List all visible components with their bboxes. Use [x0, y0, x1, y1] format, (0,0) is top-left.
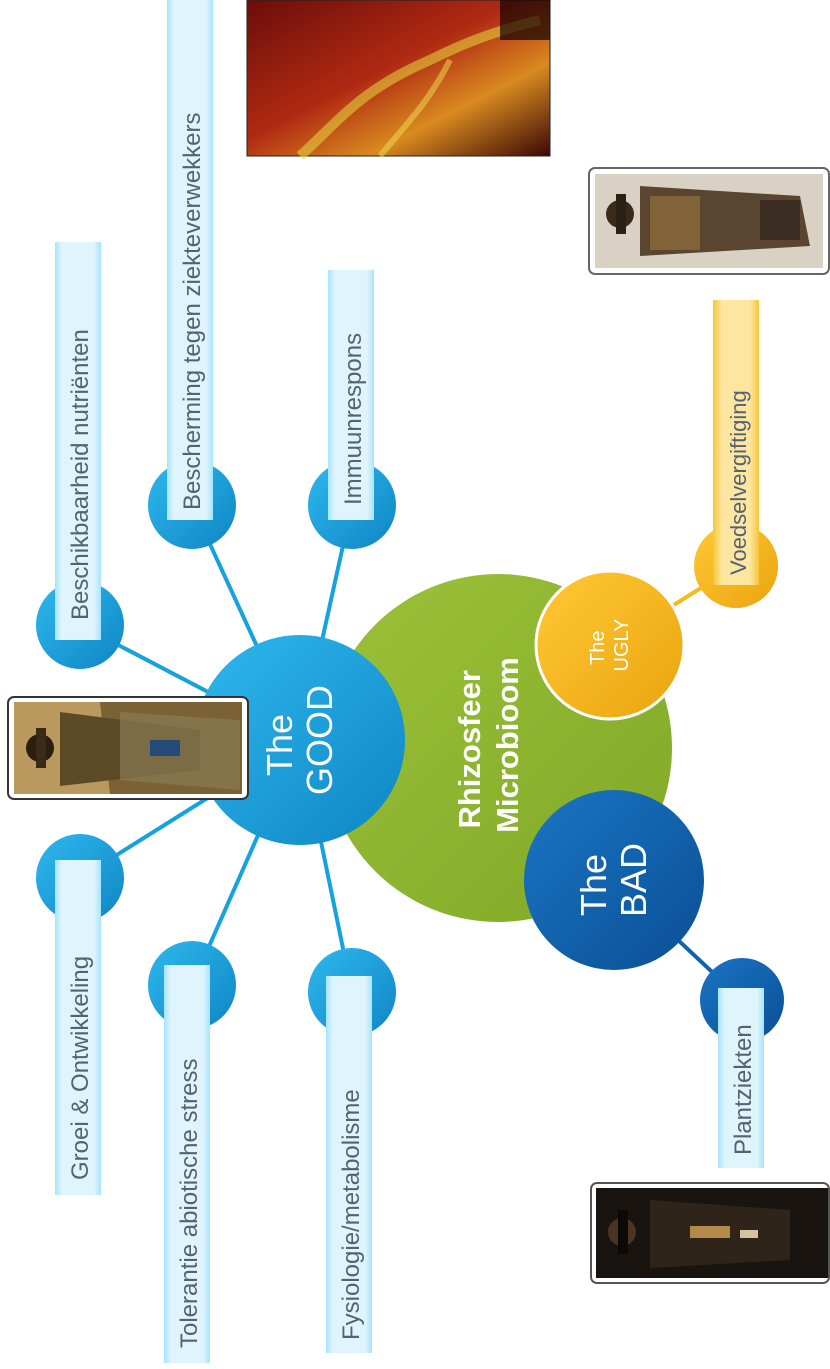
bar-plantziekten [718, 988, 764, 1168]
bar-voedselvergiftiging [713, 300, 759, 585]
label-voedselvergiftiging: Voedselvergiftiging [726, 390, 751, 575]
bar-fysiologie [326, 976, 372, 1353]
good-title: The GOOD [259, 685, 340, 795]
label-immuun: Immuunrespons [340, 333, 367, 505]
label-plantziekten: Plantziekten [730, 1024, 757, 1155]
bar-tolerantie [164, 965, 210, 1363]
label-fysiologie: Fysiologie/metabolisme [338, 1089, 365, 1340]
bar-immuun [328, 270, 374, 520]
bar-beschikbaarheid [55, 242, 101, 640]
cowboy-ugly-photo [588, 167, 830, 275]
ugly-title: The UGLY [587, 619, 633, 672]
bar-bescherming [167, 0, 213, 520]
bar-groei [55, 860, 101, 1195]
center-title: Rhizosfeer Microbioom [452, 657, 525, 833]
ugly-circle [534, 569, 686, 721]
label-bescherming: Bescherming tegen ziekteverwekkers [179, 112, 206, 510]
label-beschikbaarheid: Beschikbaarheid nutriënten [67, 329, 94, 620]
cowboy-bad-photo [590, 1182, 830, 1284]
bad-title: The BAD [573, 843, 654, 917]
label-groei: Groei & Ontwikkeling [67, 956, 94, 1180]
root-microscopy-photo [246, 0, 551, 160]
bad-circle [524, 790, 704, 970]
label-tolerantie: Tolerantie abiotische stress [176, 1059, 203, 1348]
label-bars [55, 0, 764, 1363]
cowboy-good-photo [7, 696, 249, 800]
